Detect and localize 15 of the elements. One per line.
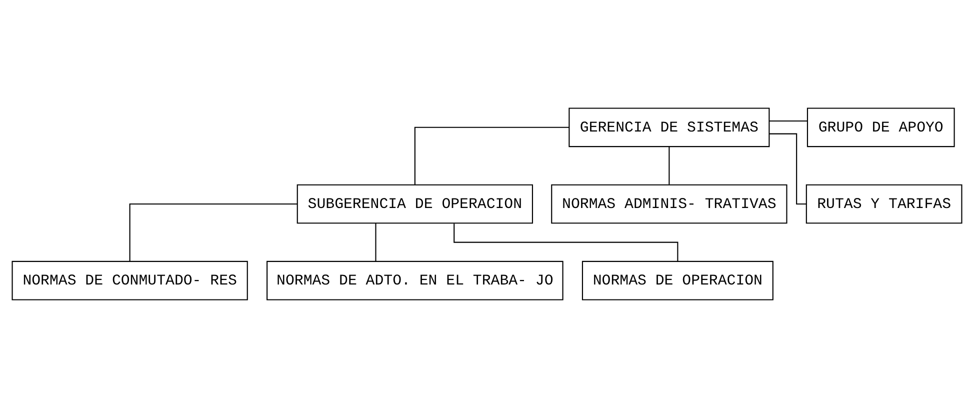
node-box: NORMAS ADMINIS- TRATIVAS bbox=[551, 184, 788, 224]
connector bbox=[668, 146, 670, 184]
connector bbox=[414, 126, 570, 184]
connector bbox=[129, 202, 298, 261]
node-box: NORMAS DE ADTO. EN EL TRABA- JO bbox=[266, 260, 564, 300]
connector bbox=[375, 222, 376, 260]
node-box: NORMAS DE CONMUTADO- RES bbox=[12, 260, 248, 300]
node-box: GERENCIA DE SISTEMAS bbox=[568, 107, 770, 147]
node-box: SUBGERENCIA DE OPERACION bbox=[296, 184, 534, 224]
node-box: NORMAS DE OPERACION bbox=[582, 260, 774, 300]
connector bbox=[454, 223, 678, 260]
node-box: GRUPO DE APOYO bbox=[806, 107, 955, 147]
connector bbox=[769, 132, 806, 204]
connector bbox=[769, 120, 808, 122]
node-box: RUTAS Y TARIFAS bbox=[806, 184, 962, 224]
